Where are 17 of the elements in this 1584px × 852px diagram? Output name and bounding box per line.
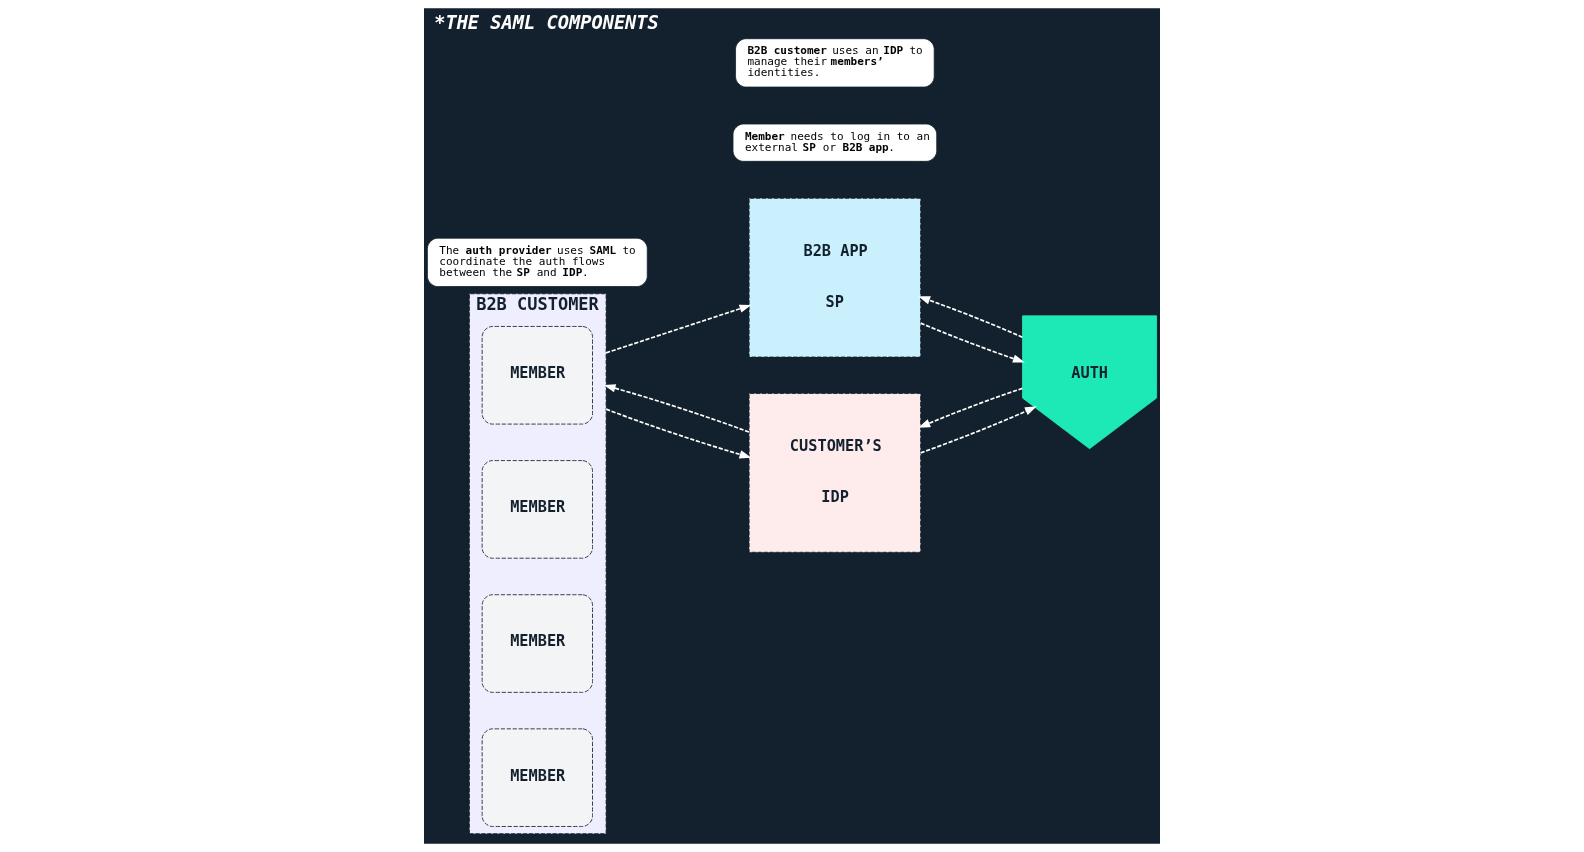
arrow xyxy=(919,406,1037,454)
node-box: B2B customer uses an IDP to manage their members’ identities. xyxy=(735,38,935,88)
node-box: MEMBER xyxy=(481,326,593,425)
node-box: The auth provider uses SAML to coordinate the auth flows between the SP and IDP. xyxy=(426,237,648,287)
node-box: MEMBER xyxy=(481,594,593,693)
arrow xyxy=(605,304,752,354)
node-box: Member needs to log in to an external SP or B2B app. xyxy=(732,123,938,162)
arrow xyxy=(605,408,752,459)
node-box: MEMBER xyxy=(481,728,593,827)
node-box: CUSTOMER’S IDP xyxy=(748,393,922,553)
arrow xyxy=(919,322,1025,363)
node-box: B2B APP SP xyxy=(748,197,922,358)
arrow xyxy=(603,384,750,433)
arrow xyxy=(918,296,1024,339)
arrow xyxy=(918,387,1024,428)
node-box: MEMBER xyxy=(481,460,593,559)
diagram-title: *THE SAML COMPONENTS xyxy=(434,12,659,34)
